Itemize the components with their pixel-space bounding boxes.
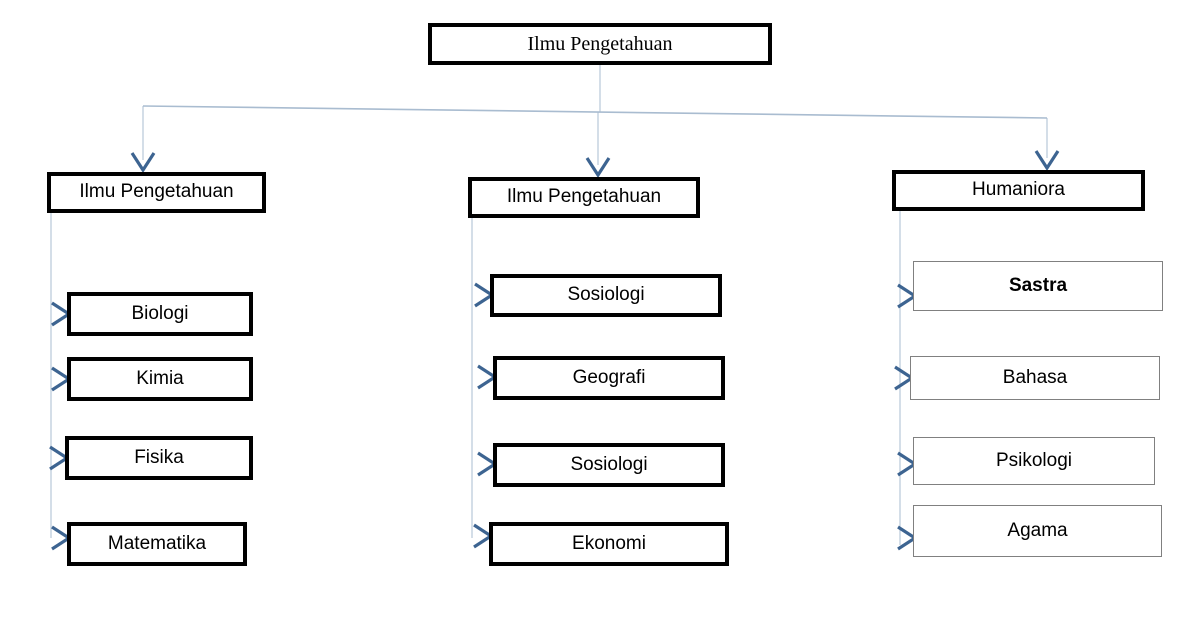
node-label: Matematika: [107, 532, 207, 554]
column-middle-item-geografi-1[interactable]: Geografi: [493, 356, 725, 400]
node-label: Kimia: [136, 367, 184, 389]
column-right-item-psikologi-2[interactable]: Psikologi: [913, 437, 1155, 485]
node-label: Sastra: [1008, 274, 1068, 296]
column-right-header[interactable]: Humaniora: [892, 170, 1145, 211]
node-label: Fisika: [134, 446, 184, 468]
node-label: Sosiologi: [567, 284, 645, 306]
node-label: Ekonomi: [572, 532, 646, 554]
down-arrow-left: [130, 152, 156, 173]
column-right-item-agama-3[interactable]: Agama: [913, 505, 1162, 557]
column-middle-header[interactable]: Ilmu Pengetahuan: [468, 177, 700, 218]
column-left-item-fisika-2[interactable]: Fisika: [65, 436, 253, 480]
column-right-header-label: Humaniora: [972, 179, 1065, 201]
column-middle-item-sosiologi-0[interactable]: Sosiologi: [490, 274, 722, 317]
column-left-item-kimia-1[interactable]: Kimia: [67, 357, 253, 401]
node-label: Sosiologi: [570, 453, 648, 475]
down-arrow-right: [1034, 150, 1060, 171]
column-middle-item-ekonomi-3[interactable]: Ekonomi: [489, 522, 729, 566]
column-right-item-sastra-0[interactable]: Sastra: [913, 261, 1163, 311]
column-middle-header-label: Ilmu Pengetahuan: [506, 186, 662, 208]
column-left-header-label: Ilmu Pengetahuan: [79, 181, 234, 203]
node-label: Bahasa: [1002, 366, 1068, 388]
column-left-header[interactable]: Ilmu Pengetahuan: [47, 172, 266, 213]
column-right-item-bahasa-1[interactable]: Bahasa: [910, 356, 1160, 400]
root-node-ilmu-pengetahuan[interactable]: Ilmu Pengetahuan: [428, 23, 772, 65]
node-label: Agama: [1007, 519, 1068, 541]
column-left-item-biologi-0[interactable]: Biologi: [67, 292, 253, 336]
column-middle-item-sosiologi-2[interactable]: Sosiologi: [493, 443, 725, 487]
node-label: Biologi: [131, 302, 189, 324]
node-label: Psikologi: [995, 449, 1073, 471]
column-left-item-matematika-3[interactable]: Matematika: [67, 522, 247, 566]
node-label: Geografi: [572, 366, 646, 388]
root-node-label: Ilmu Pengetahuan: [527, 33, 673, 55]
down-arrow-middle: [585, 157, 611, 178]
trunk-horizontal-bus: [142, 105, 1048, 119]
